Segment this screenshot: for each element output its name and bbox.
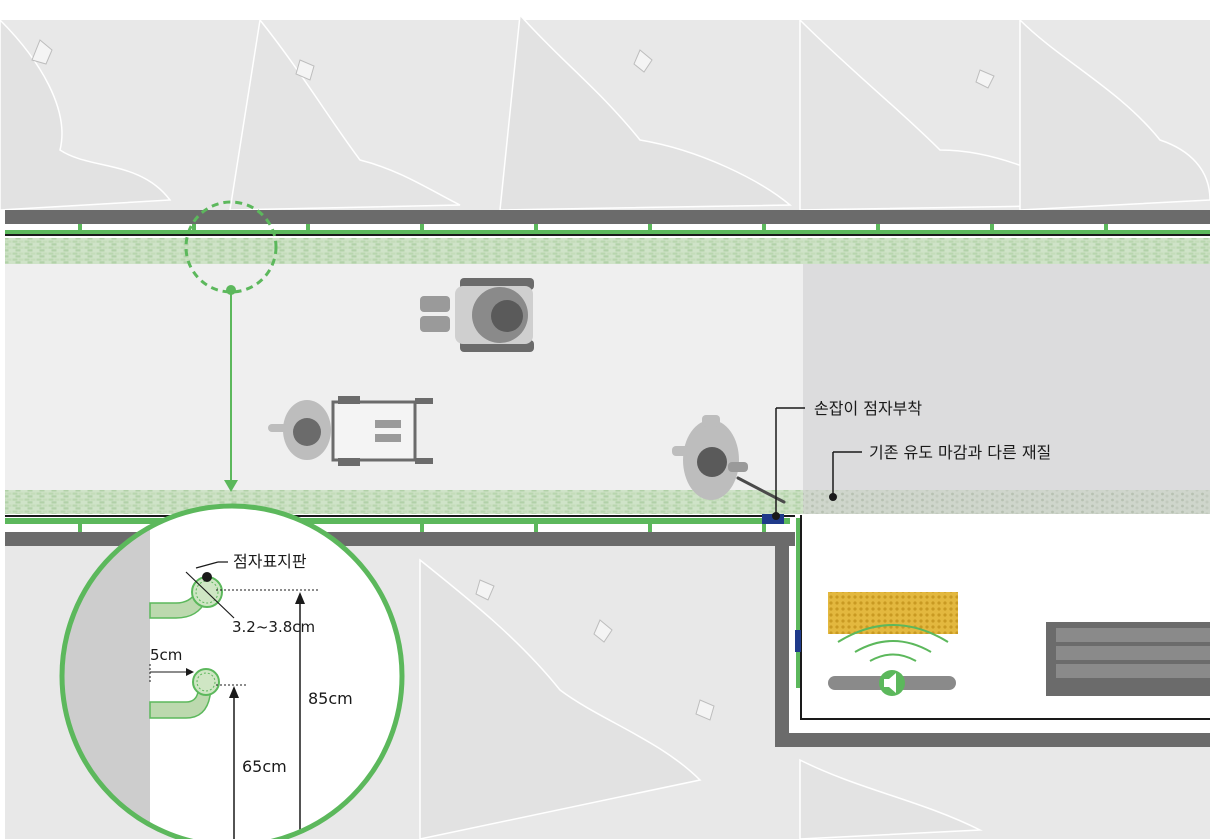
different-material-paving — [803, 490, 1210, 514]
height-lower-label: 65cm — [242, 757, 287, 776]
top-handrail — [5, 224, 1210, 236]
sound-waves — [837, 624, 949, 662]
wheelchair-user-icon — [420, 278, 534, 352]
top-wall-lip — [5, 224, 1210, 229]
pipe-diameter-label: 3.2~3.8cm — [232, 618, 315, 636]
bench-icon — [1046, 622, 1210, 696]
handrail-braille-label: 손잡이 점자부착 — [814, 399, 922, 418]
manual-wheelchair-user-icon — [268, 396, 433, 466]
zoom-source-circle — [184, 200, 278, 294]
wall-gap-label: 5cm — [150, 646, 182, 664]
zoom-connector-arrow — [224, 480, 238, 492]
different-material-label: 기존 유도 마감과 다른 재질 — [869, 443, 1051, 462]
speaker-icon — [879, 670, 905, 696]
braille-marker-side — [792, 630, 801, 652]
tactile-warning-block — [828, 592, 958, 634]
rest-area-floor — [803, 264, 1210, 490]
top-tree-canopy — [0, 13, 1210, 211]
top-wall — [5, 210, 1210, 224]
top-guide-paving — [5, 238, 1210, 264]
braille-sign-label: 점자표지판 — [233, 552, 307, 571]
braille-marker-corner — [762, 514, 784, 524]
height-upper-label: 85cm — [308, 689, 353, 708]
white-cane-user-icon — [672, 415, 786, 504]
braille-sign-dot — [202, 572, 212, 582]
bottom-guide-paving — [5, 490, 803, 514]
zoom-detail-border — [59, 503, 405, 839]
